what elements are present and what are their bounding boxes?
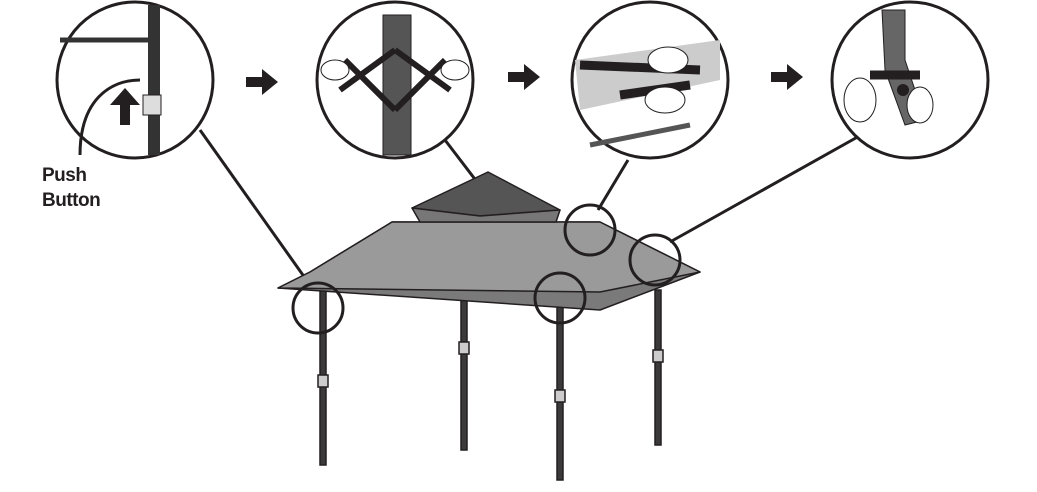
label-line-2: Button — [42, 190, 101, 211]
canopy-legs — [317, 289, 664, 481]
highlight-circles — [291, 203, 682, 335]
right-arrow-icon — [508, 64, 540, 90]
detail-step-1 — [55, 0, 215, 160]
right-arrow-icon — [771, 64, 803, 90]
right-arrow-icon — [246, 69, 278, 95]
detail-step-4 — [830, 0, 990, 160]
label-line-1: Push — [42, 165, 87, 186]
up-arrow-icon — [110, 88, 140, 125]
pointer-arrow-icon — [78, 78, 141, 156]
step-arrows — [246, 64, 803, 95]
push-button-label: Push Button — [42, 163, 101, 213]
canopy — [277, 171, 701, 311]
detail-step-2 — [315, 0, 475, 160]
detail-step-3 — [570, 0, 730, 160]
